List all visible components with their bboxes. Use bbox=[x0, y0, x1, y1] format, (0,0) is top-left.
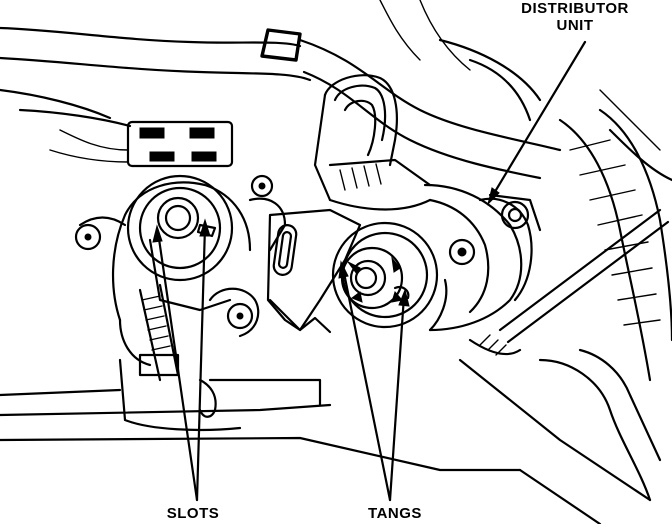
frame-rails bbox=[0, 348, 662, 526]
drive-housing bbox=[74, 174, 287, 367]
mounting-bolt bbox=[118, 283, 242, 431]
slots-label: SLOTS bbox=[166, 505, 220, 522]
distributor-unit-label: DISTRIBUTOR UNIT bbox=[505, 0, 645, 34]
connector-block bbox=[49, 120, 234, 168]
leader-lines bbox=[152, 40, 587, 502]
slots-leader-right bbox=[195, 224, 207, 502]
tangs-leader-left bbox=[341, 266, 392, 502]
slots-leader-left bbox=[156, 230, 199, 502]
spark-plug-wire bbox=[468, 208, 670, 356]
right-hose bbox=[558, 108, 672, 382]
distributor-leader bbox=[488, 40, 587, 202]
distributor-label-line1: DISTRIBUTOR bbox=[521, 0, 629, 17]
tangs-label: TANGS bbox=[368, 505, 422, 522]
mounting-plate bbox=[266, 208, 362, 334]
distributor-body bbox=[313, 74, 542, 332]
distributor-label-line2: UNIT bbox=[556, 17, 594, 34]
tangs-leader-right bbox=[388, 294, 406, 502]
